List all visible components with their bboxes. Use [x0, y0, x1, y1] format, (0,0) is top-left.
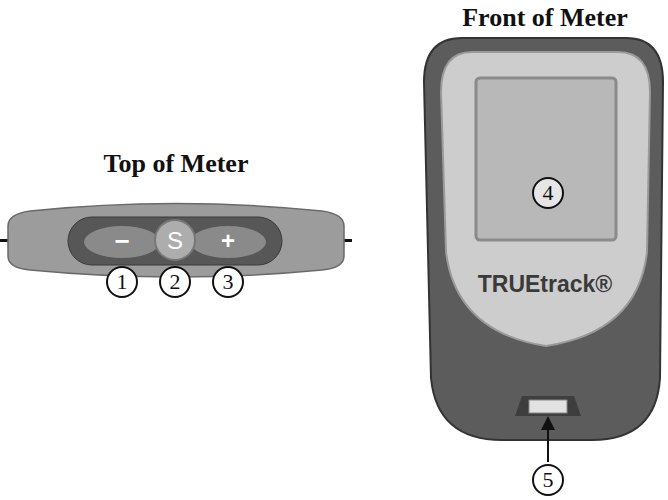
callout-circle: 2 [159, 266, 191, 298]
callout-number: 5 [543, 469, 554, 491]
brand-name: TRUEtrack® [478, 273, 613, 296]
callout-circle: 5 [532, 464, 564, 496]
plus-button [190, 226, 266, 258]
port-recess [515, 396, 581, 416]
s-button [155, 220, 195, 260]
pointer-line [547, 426, 549, 462]
button-bay [68, 217, 282, 265]
callout-number: 1 [117, 271, 128, 293]
view-heading: Front of Meter [462, 5, 628, 31]
callout-circle: 4 [532, 177, 564, 209]
button-glyph: − [114, 228, 129, 254]
meter-front-body [424, 38, 663, 440]
callout-circle: 1 [106, 266, 138, 298]
display-screen [476, 78, 616, 240]
callout-number: 2 [170, 271, 181, 293]
callout-number: 3 [223, 271, 234, 293]
minus-button [84, 226, 160, 258]
view-heading: Top of Meter [104, 151, 249, 177]
pointer-head [541, 416, 555, 430]
face-panel [441, 52, 650, 346]
button-glyph: + [221, 229, 235, 253]
button-glyph: S [167, 229, 183, 253]
strip-port [529, 400, 567, 413]
callout-number: 4 [543, 182, 554, 204]
callout-circle: 3 [212, 266, 244, 298]
